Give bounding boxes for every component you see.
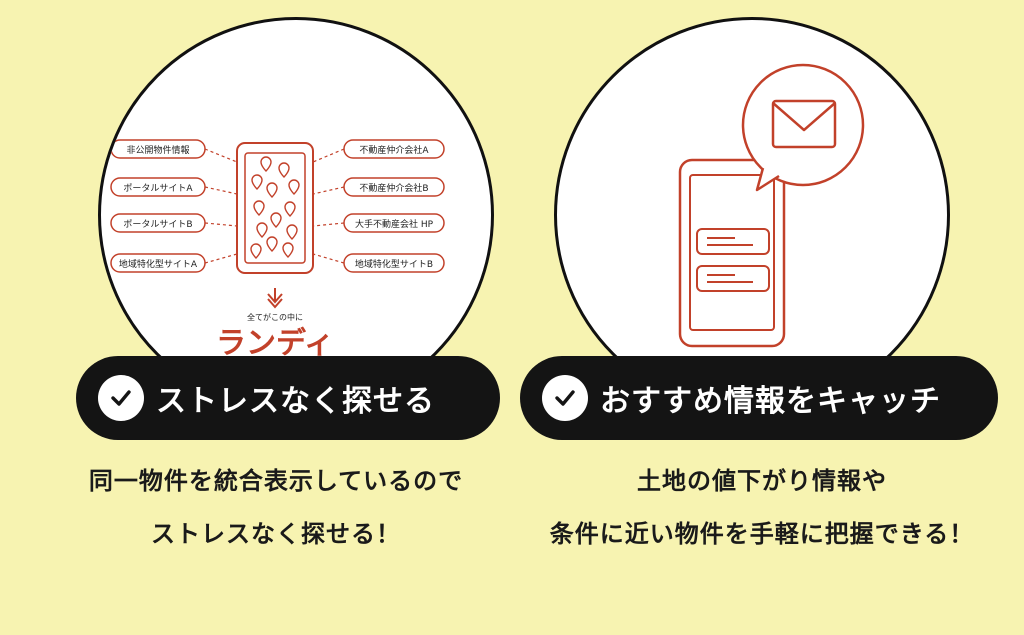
source-box-right-1: 不動産仲介会社A	[343, 139, 445, 159]
down-arrow-icon	[267, 288, 283, 309]
check-icon	[542, 375, 588, 421]
source-label: ポータルサイトA	[123, 183, 193, 194]
feature-description-search: 同一物件を統合表示しているので ストレスなく探せる！	[20, 455, 532, 561]
connector-lines	[204, 148, 345, 264]
source-box-right-3: 大手不動産会社 HP	[343, 213, 445, 233]
source-label: 大手不動産会社 HP	[355, 218, 434, 230]
aggregation-illustration: 非公開物件情報 ポータルサイトA ポータルサイトB 地域特化型サイトA 不動産仲…	[110, 139, 445, 361]
source-box-left-4: 地域特化型サイトA	[110, 253, 206, 273]
notification-illustration	[678, 63, 865, 348]
source-label: ポータルサイトB	[123, 219, 192, 230]
pill-label: おすすめ情報をキャッチ	[600, 384, 941, 419]
desc-line: ストレスなく探せる！	[151, 520, 401, 548]
source-box-right-4: 地域特化型サイトB	[343, 253, 445, 273]
illustration-circle-search: 非公開物件情報 ポータルサイトA ポータルサイトB 地域特化型サイトA 不動産仲…	[98, 17, 494, 413]
pill-label: ストレスなく探せる	[156, 384, 435, 419]
message-card-2	[696, 265, 770, 292]
source-label: 不動産仲介会社A	[359, 144, 429, 156]
feature-description-notify: 土地の値下がり情報や 条件に近い物件を手軽に把握できる！	[506, 455, 1018, 561]
desc-line: 土地の値下がり情報や	[637, 467, 887, 495]
source-label: 地域特化型サイトB	[355, 258, 433, 270]
feature-pill-notify: おすすめ情報をキャッチ	[520, 356, 998, 440]
brand-logo: ランディ	[216, 326, 334, 361]
source-box-left-3: ポータルサイトB	[110, 213, 206, 233]
feature-search: 非公開物件情報 ポータルサイトA ポータルサイトB 地域特化型サイトA 不動産仲…	[76, 17, 500, 548]
source-box-left-1: 非公開物件情報	[110, 139, 206, 159]
source-label: 不動産仲介会社B	[359, 182, 428, 194]
feature-notify: おすすめ情報をキャッチ 土地の値下がり情報や 条件に近い物件を手軽に把握できる！	[512, 0, 1024, 635]
source-box-right-2: 不動産仲介会社B	[343, 177, 445, 197]
mail-bubble-icon	[741, 63, 865, 192]
feature-pill-search: ストレスなく探せる	[76, 356, 500, 440]
desc-line: 同一物件を統合表示しているので	[88, 467, 464, 495]
source-label: 地域特化型サイトA	[119, 258, 198, 270]
check-icon	[98, 375, 144, 421]
desc-line: 条件に近い物件を手軽に把握できる！	[549, 520, 975, 548]
source-label: 非公開物件情報	[126, 144, 189, 156]
source-box-left-2: ポータルサイトA	[110, 177, 206, 197]
phone-icon	[236, 142, 314, 274]
illustration-circle-notify	[554, 17, 950, 413]
message-card-1	[696, 228, 770, 255]
caption-all-in-one: 全てがこの中に	[247, 312, 303, 322]
map-pin-icons	[250, 156, 300, 259]
